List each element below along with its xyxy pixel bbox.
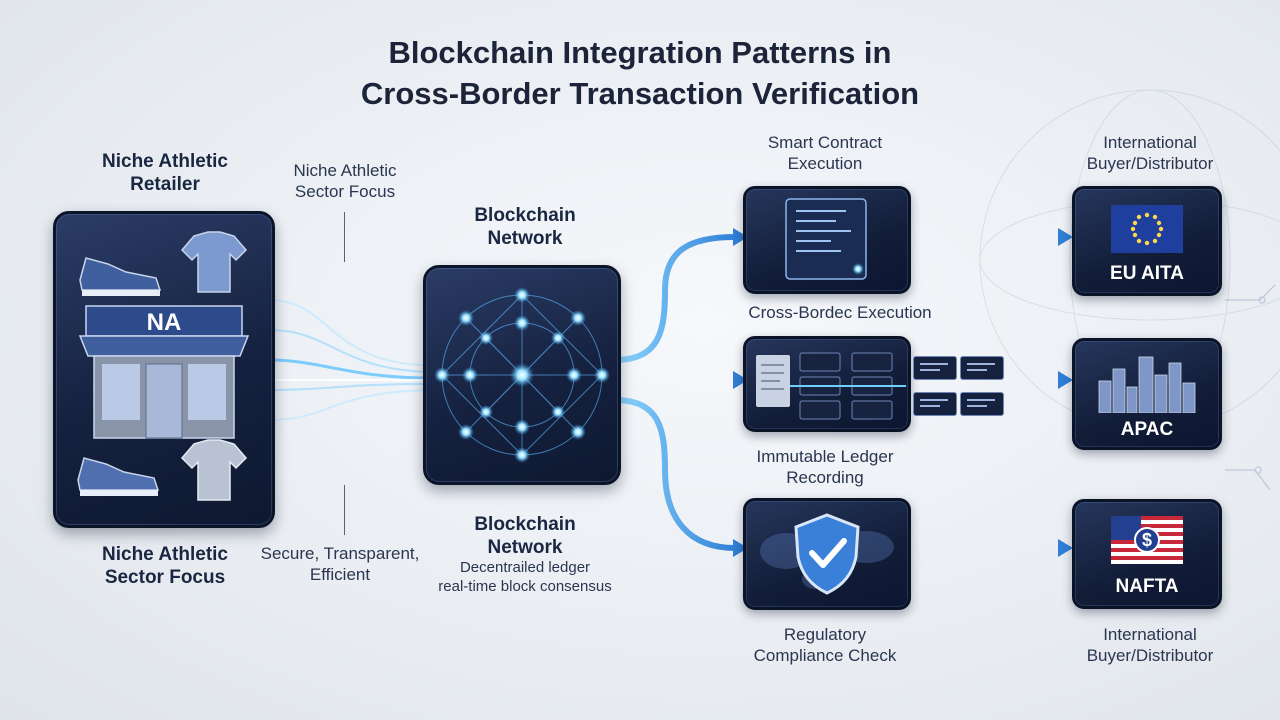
smart-contract-label: Smart Contract Execution [730, 132, 920, 174]
retailer-bottom-label: Niche Athletic Sector Focus [60, 543, 270, 589]
block-chip [913, 392, 957, 416]
nafta-region-name: NAFTA [1115, 576, 1179, 597]
retailer-label: Niche Athletic Retailer [60, 150, 270, 196]
network-top-label: Blockchain Network [420, 204, 630, 250]
network-top-line-1: Blockchain [474, 205, 576, 226]
sector-focus-line-2: Sector Focus [294, 182, 396, 201]
smart-contract-line-1: Smart Contract [767, 133, 883, 152]
nafta-region-panel: $ NAFTA [1072, 499, 1222, 609]
retailer-bottom-line-2: Sector Focus [104, 567, 226, 588]
retailer-label-line-1: Niche Athletic [102, 151, 228, 172]
sneaker-icon [79, 257, 162, 296]
retailer-label-line-2: Retailer [130, 174, 200, 195]
network-bottom-line-1: Blockchain [474, 514, 576, 535]
apac-region-name: APAC [1120, 419, 1174, 440]
page-title: Blockchain Integration Patterns in Cross… [140, 32, 1140, 114]
retailer-illustration: NA [77, 231, 250, 501]
secure-line-2: Efficient [309, 565, 371, 584]
process-to-region-flows [905, 234, 1063, 551]
retailer-panel: NA [53, 211, 275, 528]
title-line-2: Cross-Border Transaction Verification [360, 76, 920, 111]
sector-focus-note: Niche Athletic Sector Focus [275, 160, 415, 202]
eu-flag-icon [1111, 205, 1183, 253]
retailer-bottom-line-1: Niche Athletic [102, 544, 228, 565]
secure-note: Secure, Transparent, Efficient [250, 543, 430, 585]
region-arrowheads [1058, 228, 1073, 557]
buyer-bottom-line-2: Buyer/Distributor [1086, 646, 1214, 665]
us-flag-dollar-icon: $ [1111, 516, 1183, 564]
ledger-line-2: Recording [786, 468, 864, 487]
buyer-top-line-1: International [1103, 133, 1197, 152]
network-desc-line-1: Decentrailed ledger [459, 559, 591, 576]
regulatory-line-2: Compliance Check [753, 646, 897, 665]
eu-region-panel: EU AITA [1072, 186, 1222, 296]
network-to-process-flows [612, 234, 738, 551]
buyer-top-label: International Buyer/Distributor [1045, 132, 1255, 174]
block-chip [960, 356, 1004, 380]
network-bottom-line-2: Network [487, 537, 563, 558]
block-chip [913, 356, 957, 380]
retailer-stream [268, 299, 432, 421]
eu-region-name: EU AITA [1110, 263, 1184, 284]
ledger-label: Immutable Ledger Recording [720, 446, 930, 488]
smart-contract-line-2: Execution [787, 154, 863, 173]
tshirt-icon-bottom [180, 439, 248, 501]
buyer-bottom-label: International Buyer/Distributor [1045, 624, 1255, 666]
note-connector-bottom [344, 485, 345, 535]
note-connector-top [344, 212, 345, 262]
buyer-top-line-2: Buyer/Distributor [1086, 154, 1214, 173]
title-line-1: Blockchain Integration Patterns in [388, 35, 892, 70]
secure-line-1: Secure, Transparent, [260, 544, 420, 563]
regulatory-panel [743, 498, 911, 610]
blockchain-network-panel [423, 265, 621, 485]
execution-blocks-icon [756, 352, 906, 420]
block-chip [960, 392, 1004, 416]
network-bottom-label: Blockchain Network [420, 513, 630, 559]
regulatory-label: Regulatory Compliance Check [720, 624, 930, 666]
contract-document-icon [785, 198, 867, 280]
city-skyline-icon [1098, 356, 1196, 413]
circuit-decoration [1225, 284, 1276, 491]
apac-region-panel: APAC [1072, 338, 1222, 450]
network-nodes [434, 287, 610, 463]
ledger-line-1: Immutable Ledger [756, 447, 894, 466]
cross-border-label: Cross-Bordec Execution [748, 303, 932, 322]
process-arrowheads [733, 228, 748, 557]
store-sign: NA [147, 309, 182, 336]
network-mesh [434, 287, 610, 463]
svg-text:$: $ [1142, 530, 1152, 550]
smart-contract-panel [743, 186, 911, 294]
buyer-bottom-line-1: International [1103, 625, 1197, 644]
shield-check-icon [760, 513, 894, 595]
sneaker-icon-bottom [77, 457, 160, 496]
network-top-line-2: Network [487, 228, 563, 249]
tshirt-icon [180, 231, 248, 293]
sector-focus-line-1: Niche Athletic [293, 161, 397, 180]
network-description: Decentrailed ledger real-time block cons… [410, 558, 640, 596]
network-desc-line-2: real-time block consensus [438, 578, 612, 595]
regulatory-line-1: Regulatory [783, 625, 867, 644]
storefront-icon [78, 305, 250, 439]
cross-border-panel [743, 336, 911, 432]
